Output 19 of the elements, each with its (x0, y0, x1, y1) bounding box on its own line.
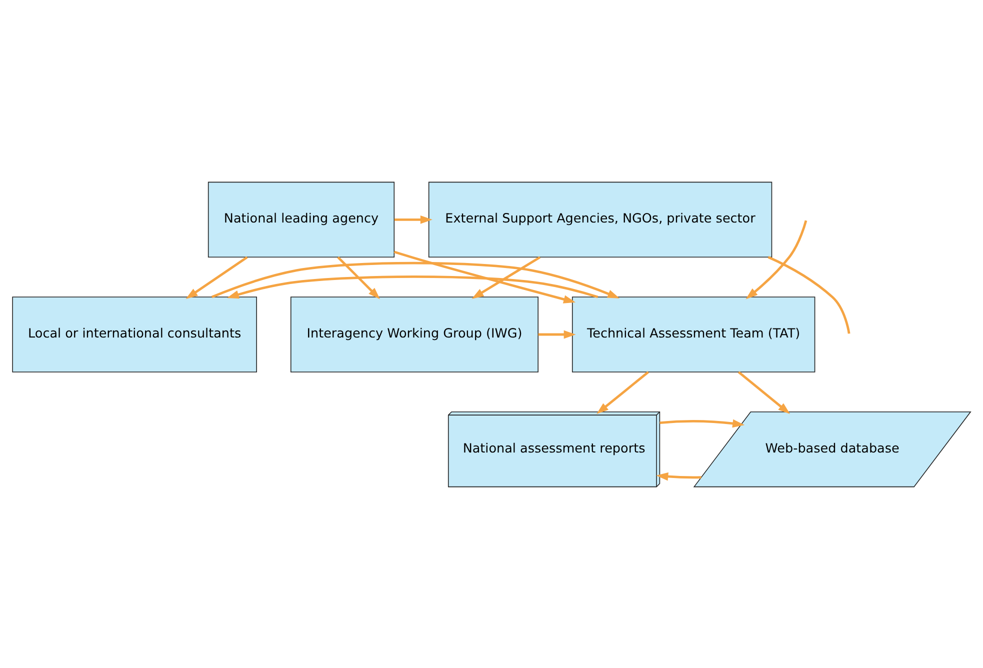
arrow (226, 275, 598, 298)
arrow (660, 418, 745, 428)
arrow (394, 250, 576, 303)
arrow (211, 261, 620, 298)
node-box: Interagency Working Group (IWG) (290, 296, 538, 372)
node-box: External Support Agencies, NGOs, private sector (428, 181, 772, 258)
arrow (394, 214, 432, 224)
arrow (738, 370, 790, 414)
arrow (538, 330, 576, 338)
arrow (186, 256, 248, 298)
node-box: Local or international consultants (12, 296, 257, 372)
arrow (746, 220, 808, 299)
node-box: National leading agency (208, 181, 395, 258)
connector (768, 256, 850, 334)
arrow (656, 472, 702, 480)
arrow (472, 256, 541, 298)
arrow (596, 370, 650, 414)
arrow (337, 256, 380, 299)
node-box: Technical Assessment Team (TAT) (572, 296, 816, 372)
